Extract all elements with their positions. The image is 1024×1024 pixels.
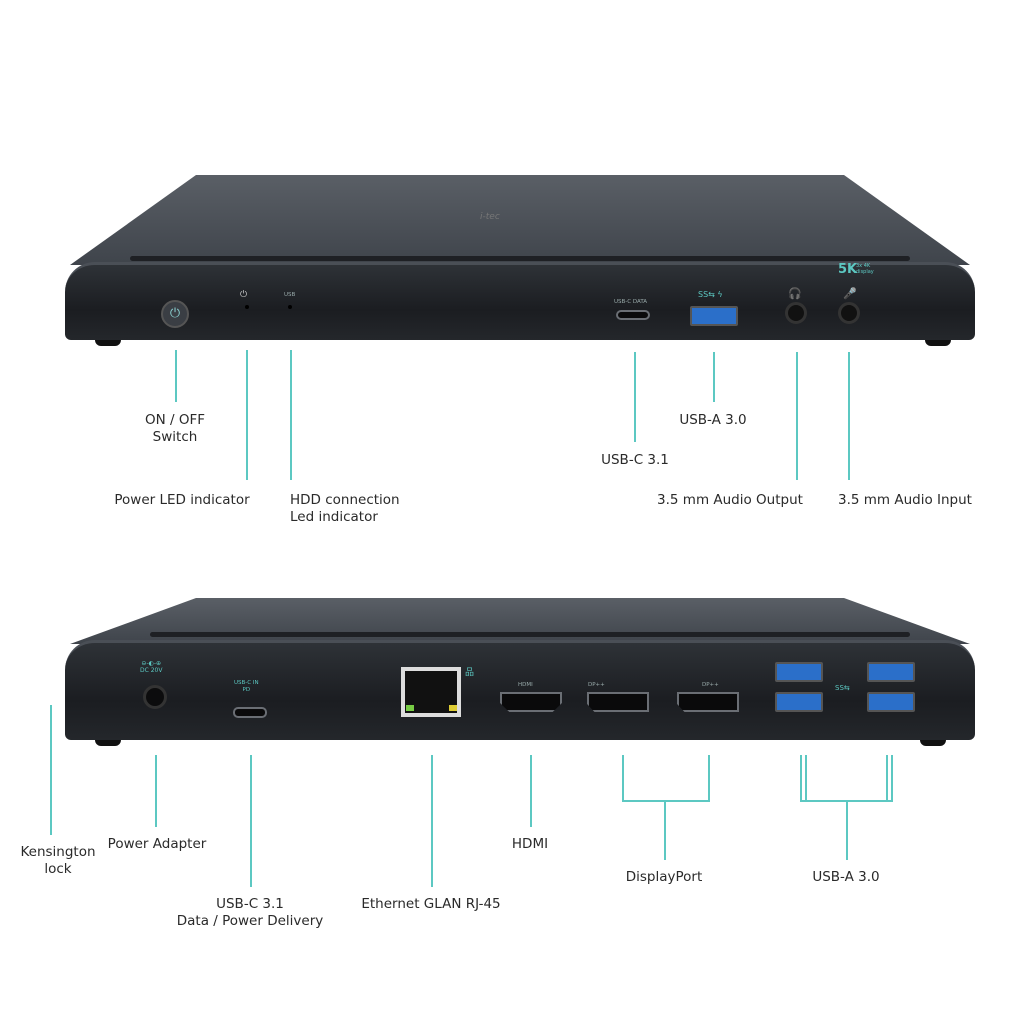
usba-port: [867, 662, 915, 682]
callout-line: [796, 352, 798, 480]
callout-bracket: [622, 800, 710, 802]
foot: [95, 340, 121, 346]
usbc-rear-label-2: Data / Power Delivery: [176, 913, 324, 929]
dc-text: DC 20V: [140, 667, 163, 674]
dp1-marking: DP++: [588, 682, 605, 688]
power-adapter-label: Power Adapter: [107, 836, 207, 852]
displayport-1: [587, 692, 649, 712]
callout-line: [431, 755, 433, 887]
foot: [95, 740, 121, 746]
usbc-pd-port: [233, 707, 267, 718]
kensington-label: Kensington: [20, 844, 96, 860]
microphone-icon: 🎤: [843, 287, 857, 300]
dc-jack: [143, 685, 167, 709]
callout-line: [805, 755, 807, 801]
foot: [925, 340, 951, 346]
power-led-label: Power LED indicator: [114, 492, 250, 508]
audio-out-label: 3.5 mm Audio Output: [657, 492, 803, 508]
brand-logo: i-tec: [480, 212, 500, 222]
foot: [920, 740, 946, 746]
callout-line: [891, 755, 893, 801]
hdd-label-2: Led indicator: [290, 509, 378, 525]
hdd-led: [288, 305, 292, 309]
power-led: [245, 305, 249, 309]
top-slot: [150, 632, 910, 637]
dc-label: ⊖-◐-⊕DC 20V: [140, 660, 163, 674]
kensington-label-2: lock: [44, 861, 72, 877]
ethernet-label: Ethernet GLAN RJ-45: [361, 896, 501, 912]
badge-5k: 5K: [838, 262, 858, 277]
usba-port: [867, 692, 915, 712]
power-button-icon[interactable]: ⏻: [161, 300, 189, 328]
link-led: [406, 705, 414, 711]
usba-rear-label: USB-A 3.0: [812, 869, 880, 885]
ss-usb-icon: SS⇆: [835, 684, 850, 692]
displayport-2: [677, 692, 739, 712]
device-top: [70, 598, 970, 644]
onoff-label-2: Switch: [152, 429, 198, 445]
network-icon: 品: [465, 668, 475, 678]
hdmi-label: HDMI: [511, 836, 549, 852]
callout-line: [713, 352, 715, 402]
audio-out-jack: [785, 302, 807, 324]
usba-port: [690, 306, 738, 326]
callout-line: [800, 755, 802, 801]
audio-in-jack: [838, 302, 860, 324]
usbc-front-label: USB-C 3.1: [601, 452, 669, 468]
hdmi-marking: HDMI: [518, 682, 533, 688]
usbc-in-text: USB-C IN: [234, 680, 259, 686]
callout-line: [530, 755, 532, 827]
dp2-marking: DP++: [702, 682, 719, 688]
rear-face: [65, 640, 975, 740]
activity-led: [449, 705, 457, 711]
usba-front-label: USB-A 3.0: [679, 412, 747, 428]
callout-line: [246, 350, 248, 480]
top-slot: [130, 256, 910, 261]
usba-port: [775, 662, 823, 682]
callout-line: [250, 755, 252, 887]
callout-line: [634, 352, 636, 442]
usbc-port: [616, 310, 650, 320]
hdd-label: HDD connection: [290, 492, 400, 508]
callout-line: [50, 705, 52, 835]
power-led-icon: ⏻: [240, 290, 248, 300]
displayport-label: DisplayPort: [625, 869, 703, 885]
callout-line: [848, 352, 850, 480]
usbc-rear-label: USB-C 3.1: [216, 896, 284, 912]
usb-led-label: USB: [284, 292, 296, 298]
onoff-label: ON / OFF: [144, 412, 205, 428]
ss-usb-icon: SS⇆ ϟ: [698, 290, 723, 299]
headphones-icon: 🎧: [788, 287, 802, 300]
device-top: [70, 175, 970, 265]
front-face: [65, 262, 975, 340]
callout-line: [664, 800, 666, 860]
usba-port: [775, 692, 823, 712]
audio-in-label: 3.5 mm Audio Input: [838, 492, 972, 508]
usbc-data-label: USB-C DATA: [614, 299, 648, 305]
callout-line: [622, 755, 624, 801]
badge-sub: 3x 4K display: [856, 263, 874, 275]
pd-text: PD: [242, 687, 251, 693]
callout-line: [155, 755, 157, 827]
callout-line: [708, 755, 710, 801]
callout-line: [886, 755, 888, 801]
callout-line: [846, 800, 848, 860]
callout-line: [175, 350, 177, 402]
callout-line: [290, 350, 292, 480]
hdmi-port: [500, 692, 562, 712]
